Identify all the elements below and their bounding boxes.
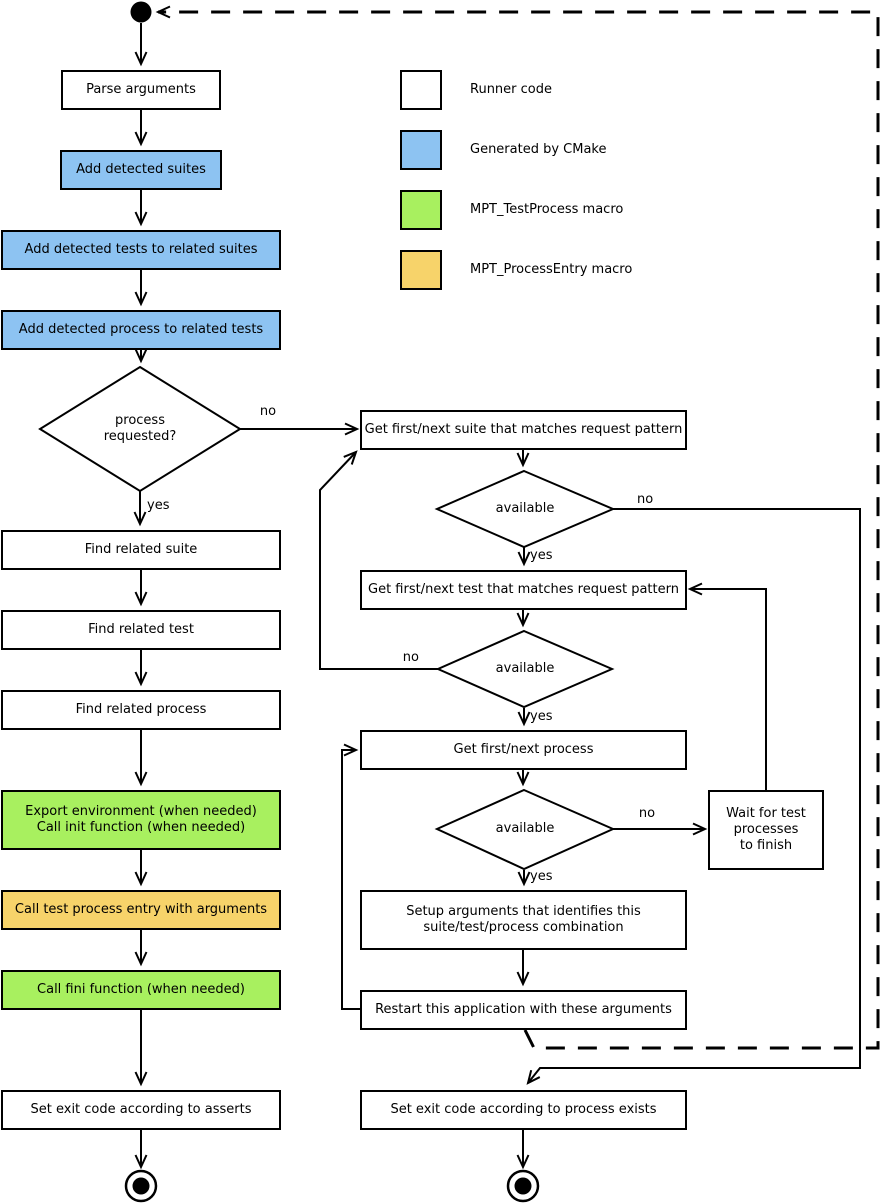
node-add-detected-process: Add detected process to related tests — [1, 310, 281, 350]
solid-edges — [133, 23, 861, 1170]
legend-swatch-generated-by-cmake — [400, 130, 442, 170]
node-find-related-test: Find related test — [1, 610, 281, 650]
node-get-next-suite: Get first/next suite that matches reques… — [360, 410, 687, 450]
node-find-related-suite: Find related suite — [1, 530, 281, 570]
edge-label-yes-test-available: yes — [530, 709, 553, 724]
edge-label-yes-suite-available: yes — [530, 548, 553, 563]
start-node — [130, 1, 152, 23]
decision-suite-available — [434, 469, 616, 549]
decision-test-available — [435, 629, 615, 709]
decision-suite-available-label: available — [495, 501, 555, 516]
node-add-detected-suites: Add detected suites — [60, 150, 222, 190]
legend-label-mpt-testprocess: MPT_TestProcess macro — [470, 202, 624, 217]
edge-label-no-process-requested: no — [259, 404, 277, 419]
end-node-right — [506, 1169, 540, 1203]
end-node-left — [124, 1169, 158, 1203]
node-find-related-process: Find related process — [1, 690, 281, 730]
edge-restart-to-start-dashed — [155, 5, 880, 1050]
decision-process-available — [434, 788, 616, 871]
legend-label-runner-code: Runner code — [470, 82, 552, 97]
node-set-exit-code-process: Set exit code according to process exist… — [360, 1090, 687, 1130]
node-get-next-process: Get first/next process — [360, 730, 687, 770]
legend-swatch-mpt-testprocess — [400, 190, 442, 230]
edge-label-no-test-available: no — [402, 650, 419, 665]
edge-label-no-process-available: no — [638, 806, 656, 821]
legend-swatch-mpt-processentry — [400, 250, 442, 290]
node-restart-application: Restart this application with these argu… — [360, 990, 687, 1030]
decision-test-available-label: available — [495, 661, 555, 676]
node-wait-for-processes: Wait for test processes to finish — [708, 790, 824, 870]
edge-label-yes-process-available: yes — [530, 869, 553, 884]
node-call-fini-function: Call fini function (when needed) — [1, 970, 281, 1010]
node-setup-arguments: Setup arguments that identifies this sui… — [360, 890, 687, 950]
node-export-environment: Export environment (when needed) Call in… — [1, 790, 281, 850]
legend-label-generated-by-cmake: Generated by CMake — [470, 142, 607, 157]
node-add-detected-tests: Add detected tests to related suites — [1, 230, 281, 270]
edge-label-yes-process-requested: yes — [147, 498, 170, 513]
edge-label-no-suite-available: no — [637, 492, 654, 507]
decision-process-requested — [38, 365, 242, 493]
node-parse-arguments: Parse arguments — [61, 70, 221, 110]
decision-process-available-label: available — [495, 821, 555, 836]
legend-label-mpt-processentry: MPT_ProcessEntry macro — [470, 262, 633, 277]
node-get-next-test: Get first/next test that matches request… — [360, 570, 687, 610]
node-call-test-process-entry: Call test process entry with arguments — [1, 890, 281, 930]
decision-process-requested-label: process requested? — [103, 413, 177, 444]
node-set-exit-code-asserts: Set exit code according to asserts — [1, 1090, 281, 1130]
legend-swatch-runner-code — [400, 70, 442, 110]
